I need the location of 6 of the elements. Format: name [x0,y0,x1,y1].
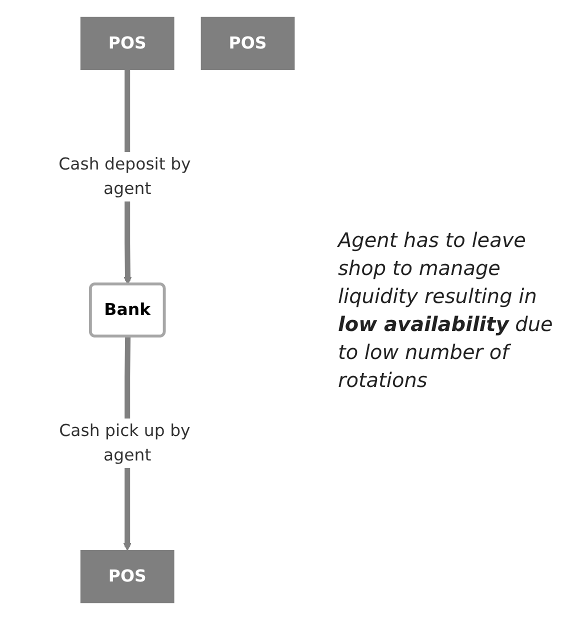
edge-label: Cash deposit by agent [58,154,191,199]
edge-label: Cash pick up by agent [59,421,190,466]
node-box: POS [200,16,295,70]
node-box: POS [80,550,174,604]
node-box: POS [80,16,174,70]
note-text: Agent has to leave shop to manage liquidity resulting in low availability due to low number of rotations [338,227,554,394]
